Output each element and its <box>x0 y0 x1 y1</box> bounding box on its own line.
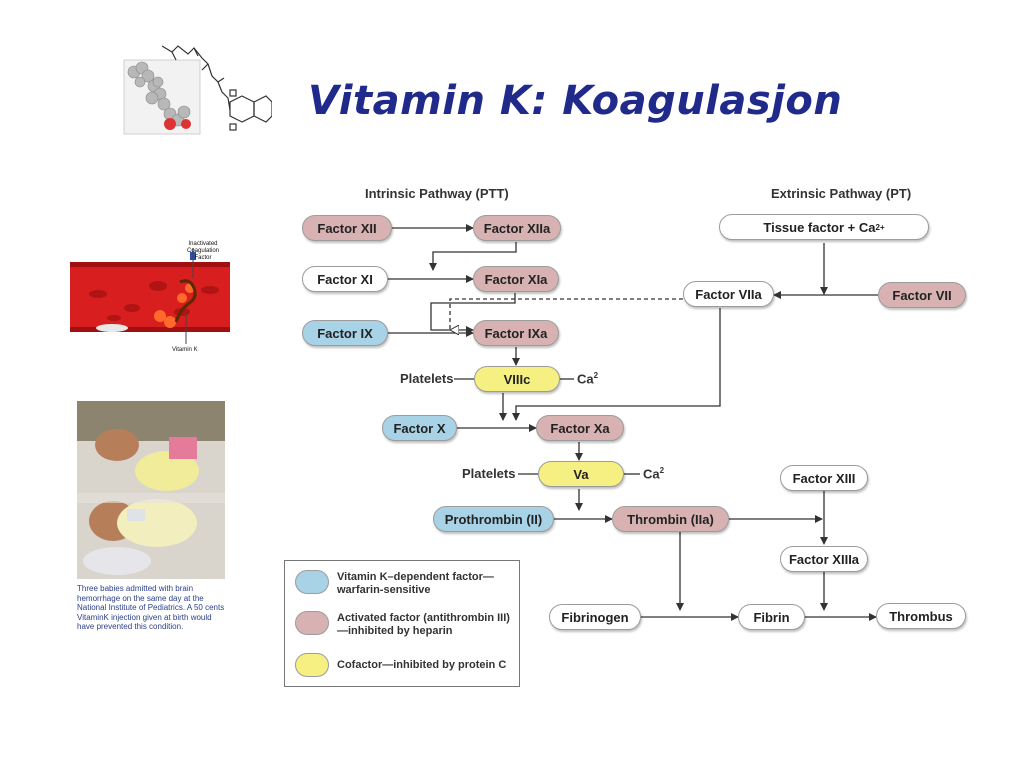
legend-swatch-vitamin-k <box>295 570 329 594</box>
calcium-label-1: Ca2 <box>577 371 599 387</box>
platelets-label-1: Platelets <box>400 371 454 386</box>
viiic-node: VIIIc <box>474 366 560 392</box>
calcium-label-2: Ca2 <box>643 466 665 482</box>
fibrinogen-node: Fibrinogen <box>549 604 641 630</box>
factor-xi-node: Factor XI <box>302 266 388 292</box>
factor-xa-node: Factor Xa <box>536 415 624 441</box>
factor-xiiia-node: Factor XIIIa <box>780 546 868 572</box>
page-title: Vitamin K: Koagulasjon <box>308 78 843 124</box>
factor-viia-node: Factor VIIa <box>683 281 774 307</box>
platelets-label-2: Platelets <box>462 466 516 481</box>
inactivated-factor-label: Inactivated Coagulation Factor <box>186 241 220 261</box>
factor-xia-node: Factor XIa <box>473 266 559 292</box>
factor-x-node: Factor X <box>382 415 457 441</box>
legend-text-vitamin-k: Vitamin K–dependent factor—warfarin-sens… <box>337 571 494 596</box>
factor-xiii-node: Factor XIII <box>780 465 868 491</box>
fibrin-node: Fibrin <box>738 604 805 630</box>
vitamin-k-molecule-image <box>123 45 272 135</box>
extrinsic-pathway-header: Extrinsic Pathway (PT) <box>771 186 912 201</box>
factor-vii-node: Factor VII <box>878 282 966 308</box>
blood-vessel-image <box>70 248 230 344</box>
prothrombin-node: Prothrombin (II) <box>433 506 554 532</box>
factor-ixa-node: Factor IXa <box>473 320 559 346</box>
legend-text-cofactor: Cofactor—inhibited by protein C <box>337 659 507 671</box>
babies-photo <box>77 401 225 579</box>
factor-xii-node: Factor XII <box>302 215 392 241</box>
vitamin-k-label: Vitamin K <box>172 347 198 353</box>
photo-caption: Three babies admitted with brain hemorrh… <box>77 584 225 631</box>
factor-xiia-node: Factor XIIa <box>473 215 561 241</box>
va-node: Va <box>538 461 624 487</box>
legend-text-activated: Activated factor (antithrombin III)—inhi… <box>337 612 510 637</box>
legend-swatch-cofactor <box>295 653 329 677</box>
legend-swatch-activated <box>295 611 329 635</box>
thrombus-node: Thrombus <box>876 603 966 629</box>
thrombin-node: Thrombin (IIa) <box>612 506 729 532</box>
intrinsic-pathway-header: Intrinsic Pathway (PTT) <box>365 186 509 201</box>
legend: Vitamin K–dependent factor—warfarin-sens… <box>284 560 520 687</box>
factor-ix-node: Factor IX <box>302 320 388 346</box>
